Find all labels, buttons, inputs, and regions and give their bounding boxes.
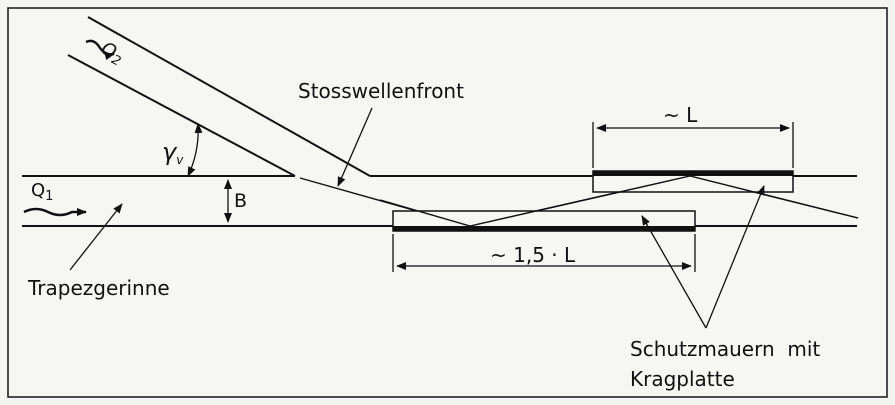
label-b: B (234, 190, 247, 212)
label-q1: Q1 (31, 180, 53, 204)
figure-frame (7, 7, 888, 398)
wave-over-walls (379, 175, 859, 227)
label-dim-l: ~ L (663, 103, 698, 127)
label-walls-line1: Schutzmauern mit (630, 337, 820, 361)
dimension-1-5l (392, 234, 696, 272)
label-walls-line2: Kragplatte (630, 367, 735, 391)
angle-arc (187, 123, 203, 177)
label-dim-1-5l: ~ 1,5 · L (490, 243, 576, 267)
leader-wall-lower (641, 215, 707, 329)
leader-channel (69, 203, 123, 271)
label-gamma: γv (162, 138, 184, 167)
side-channel-lower-edge (67, 54, 296, 177)
flow-arrow-q2 (85, 39, 115, 61)
label-shock-front: Stosswellenfront (298, 79, 464, 103)
flow-arrow-q1 (23, 207, 87, 217)
side-channel-upper-edge (87, 16, 371, 177)
leader-shock-front (337, 107, 373, 187)
label-channel: Trapezgerinne (27, 276, 170, 300)
dimension-l (592, 122, 794, 168)
leader-wall-upper (705, 185, 765, 329)
lower-protection-wall (392, 210, 696, 232)
